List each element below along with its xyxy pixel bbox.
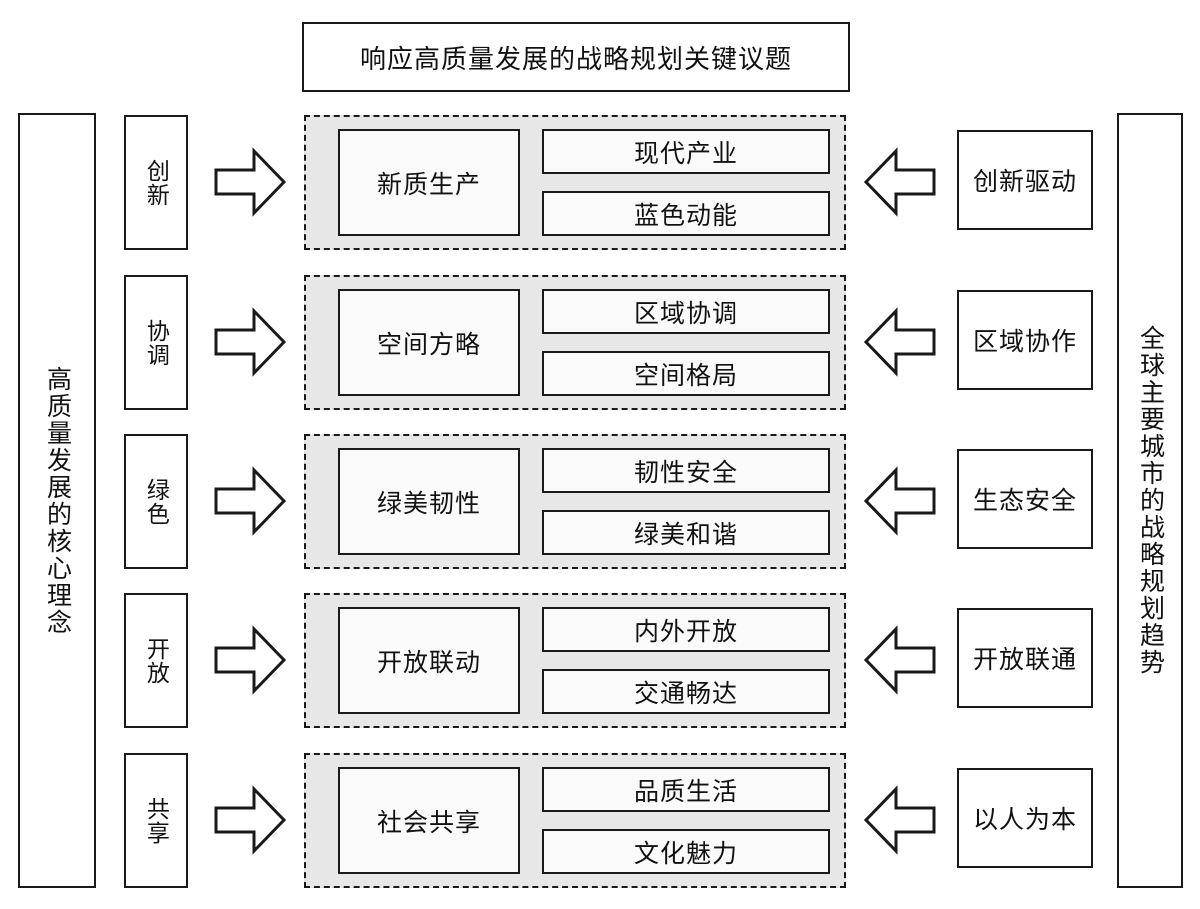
group-row-0: 新质生产 现代产业 蓝色动能 [304,115,846,250]
principle-label-4: 共享 [143,796,170,845]
principle-label-2: 绿色 [143,477,170,526]
arrow-left-icon-3 [862,623,938,697]
principle-box-2[interactable]: 绿色 [124,434,188,569]
principle-box-3[interactable]: 开放 [124,593,188,728]
principle-label-3: 开放 [143,636,170,685]
sub-col-1: 区域协调 空间格局 [542,289,830,396]
core-box-0[interactable]: 新质生产 [338,129,520,236]
sub-box-3-0[interactable]: 内外开放 [542,607,830,652]
arrow-left-icon-4 [862,783,938,857]
core-box-4[interactable]: 社会共享 [338,767,520,874]
sub-box-3-1[interactable]: 交通畅达 [542,669,830,714]
right-panel-global-trends: 全球主要城市的战略规划趋势 [1117,113,1183,888]
right-panel-label: 全球主要城市的战略规划趋势 [1136,325,1165,676]
sub-box-1-1[interactable]: 空间格局 [542,351,830,396]
sub-col-3: 内外开放 交通畅达 [542,607,830,714]
sub-box-2-1[interactable]: 绿美和谐 [542,510,830,555]
arrow-left-icon-2 [862,464,938,538]
trend-box-2[interactable]: 生态安全 [957,449,1093,549]
left-panel-core-concepts: 高质量发展的核心理念 [18,113,96,888]
sub-col-4: 品质生活 文化魅力 [542,767,830,874]
arrow-left-icon-1 [862,305,938,379]
core-box-2[interactable]: 绿美韧性 [338,448,520,555]
page-title: 响应高质量发展的战略规划关键议题 [302,22,850,92]
arrow-right-icon-1 [212,305,288,379]
arrow-left-icon-0 [862,145,938,219]
principle-label-1: 协调 [143,318,170,367]
sub-box-4-1[interactable]: 文化魅力 [542,829,830,874]
group-row-2: 绿美韧性 韧性安全 绿美和谐 [304,434,846,569]
group-row-4: 社会共享 品质生活 文化魅力 [304,753,846,888]
sub-box-0-1[interactable]: 蓝色动能 [542,191,830,236]
trend-box-3[interactable]: 开放联通 [957,608,1093,708]
group-row-3: 开放联动 内外开放 交通畅达 [304,593,846,728]
sub-box-2-0[interactable]: 韧性安全 [542,448,830,493]
sub-col-0: 现代产业 蓝色动能 [542,129,830,236]
sub-box-0-0[interactable]: 现代产业 [542,129,830,174]
arrow-right-icon-0 [212,145,288,219]
principle-box-4[interactable]: 共享 [124,753,188,888]
arrow-right-icon-2 [212,464,288,538]
sub-col-2: 韧性安全 绿美和谐 [542,448,830,555]
core-box-1[interactable]: 空间方略 [338,289,520,396]
principle-box-1[interactable]: 协调 [124,275,188,410]
group-row-1: 空间方略 区域协调 空间格局 [304,275,846,410]
trend-box-0[interactable]: 创新驱动 [957,130,1093,230]
trend-box-4[interactable]: 以人为本 [957,768,1093,868]
arrow-right-icon-4 [212,783,288,857]
arrow-right-icon-3 [212,623,288,697]
principle-box-0[interactable]: 创新 [124,115,188,250]
sub-box-1-0[interactable]: 区域协调 [542,289,830,334]
core-box-3[interactable]: 开放联动 [338,607,520,714]
sub-box-4-0[interactable]: 品质生活 [542,767,830,812]
left-panel-label: 高质量发展的核心理念 [43,365,72,636]
trend-box-1[interactable]: 区域协作 [957,290,1093,390]
principle-label-0: 创新 [143,158,170,207]
